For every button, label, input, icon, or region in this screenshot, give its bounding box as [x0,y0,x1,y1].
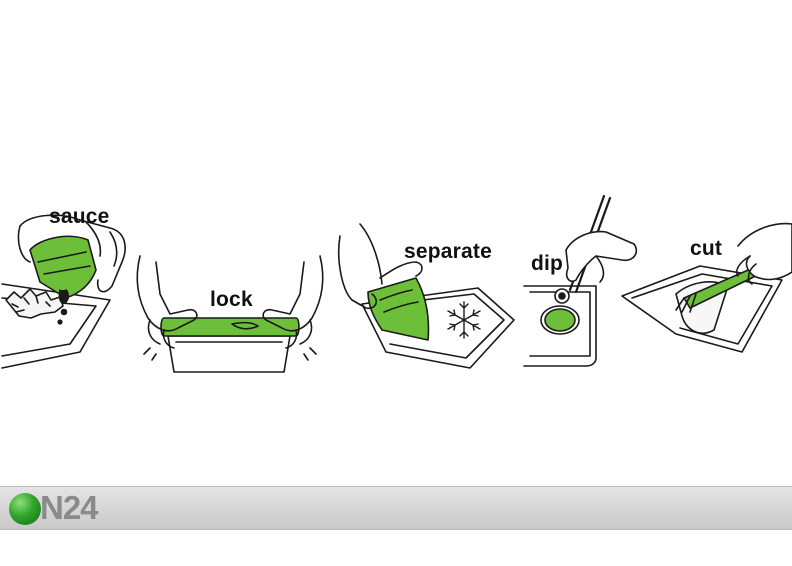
dip-hand [565,230,638,283]
brand-logo-text: N24 [40,489,99,526]
dip-cup [544,308,576,332]
sauce-hand [19,214,126,293]
step-label-dip: dip [531,252,564,275]
step-label-sauce: sauce [49,205,110,228]
panel-lock [136,255,324,373]
step-label-separate: separate [404,240,492,263]
step-label-cut: cut [690,237,723,260]
snowflake-icon [447,301,481,339]
separate-insert [367,277,430,341]
panel-separate [337,223,515,369]
step-label-lock: lock [210,288,253,311]
panel-sauce [1,214,126,369]
lock-hand-right [262,255,324,332]
lock-motion-marks [143,347,317,361]
cut-hand [737,222,792,281]
panel-dip [523,194,638,367]
separate-hand-right [379,261,423,279]
brand-bar: N24 [0,486,792,530]
brand-logo-dot-icon [9,493,41,525]
sauce-container [29,235,97,299]
lock-hand-left [136,255,198,332]
panel-cut [621,222,792,353]
